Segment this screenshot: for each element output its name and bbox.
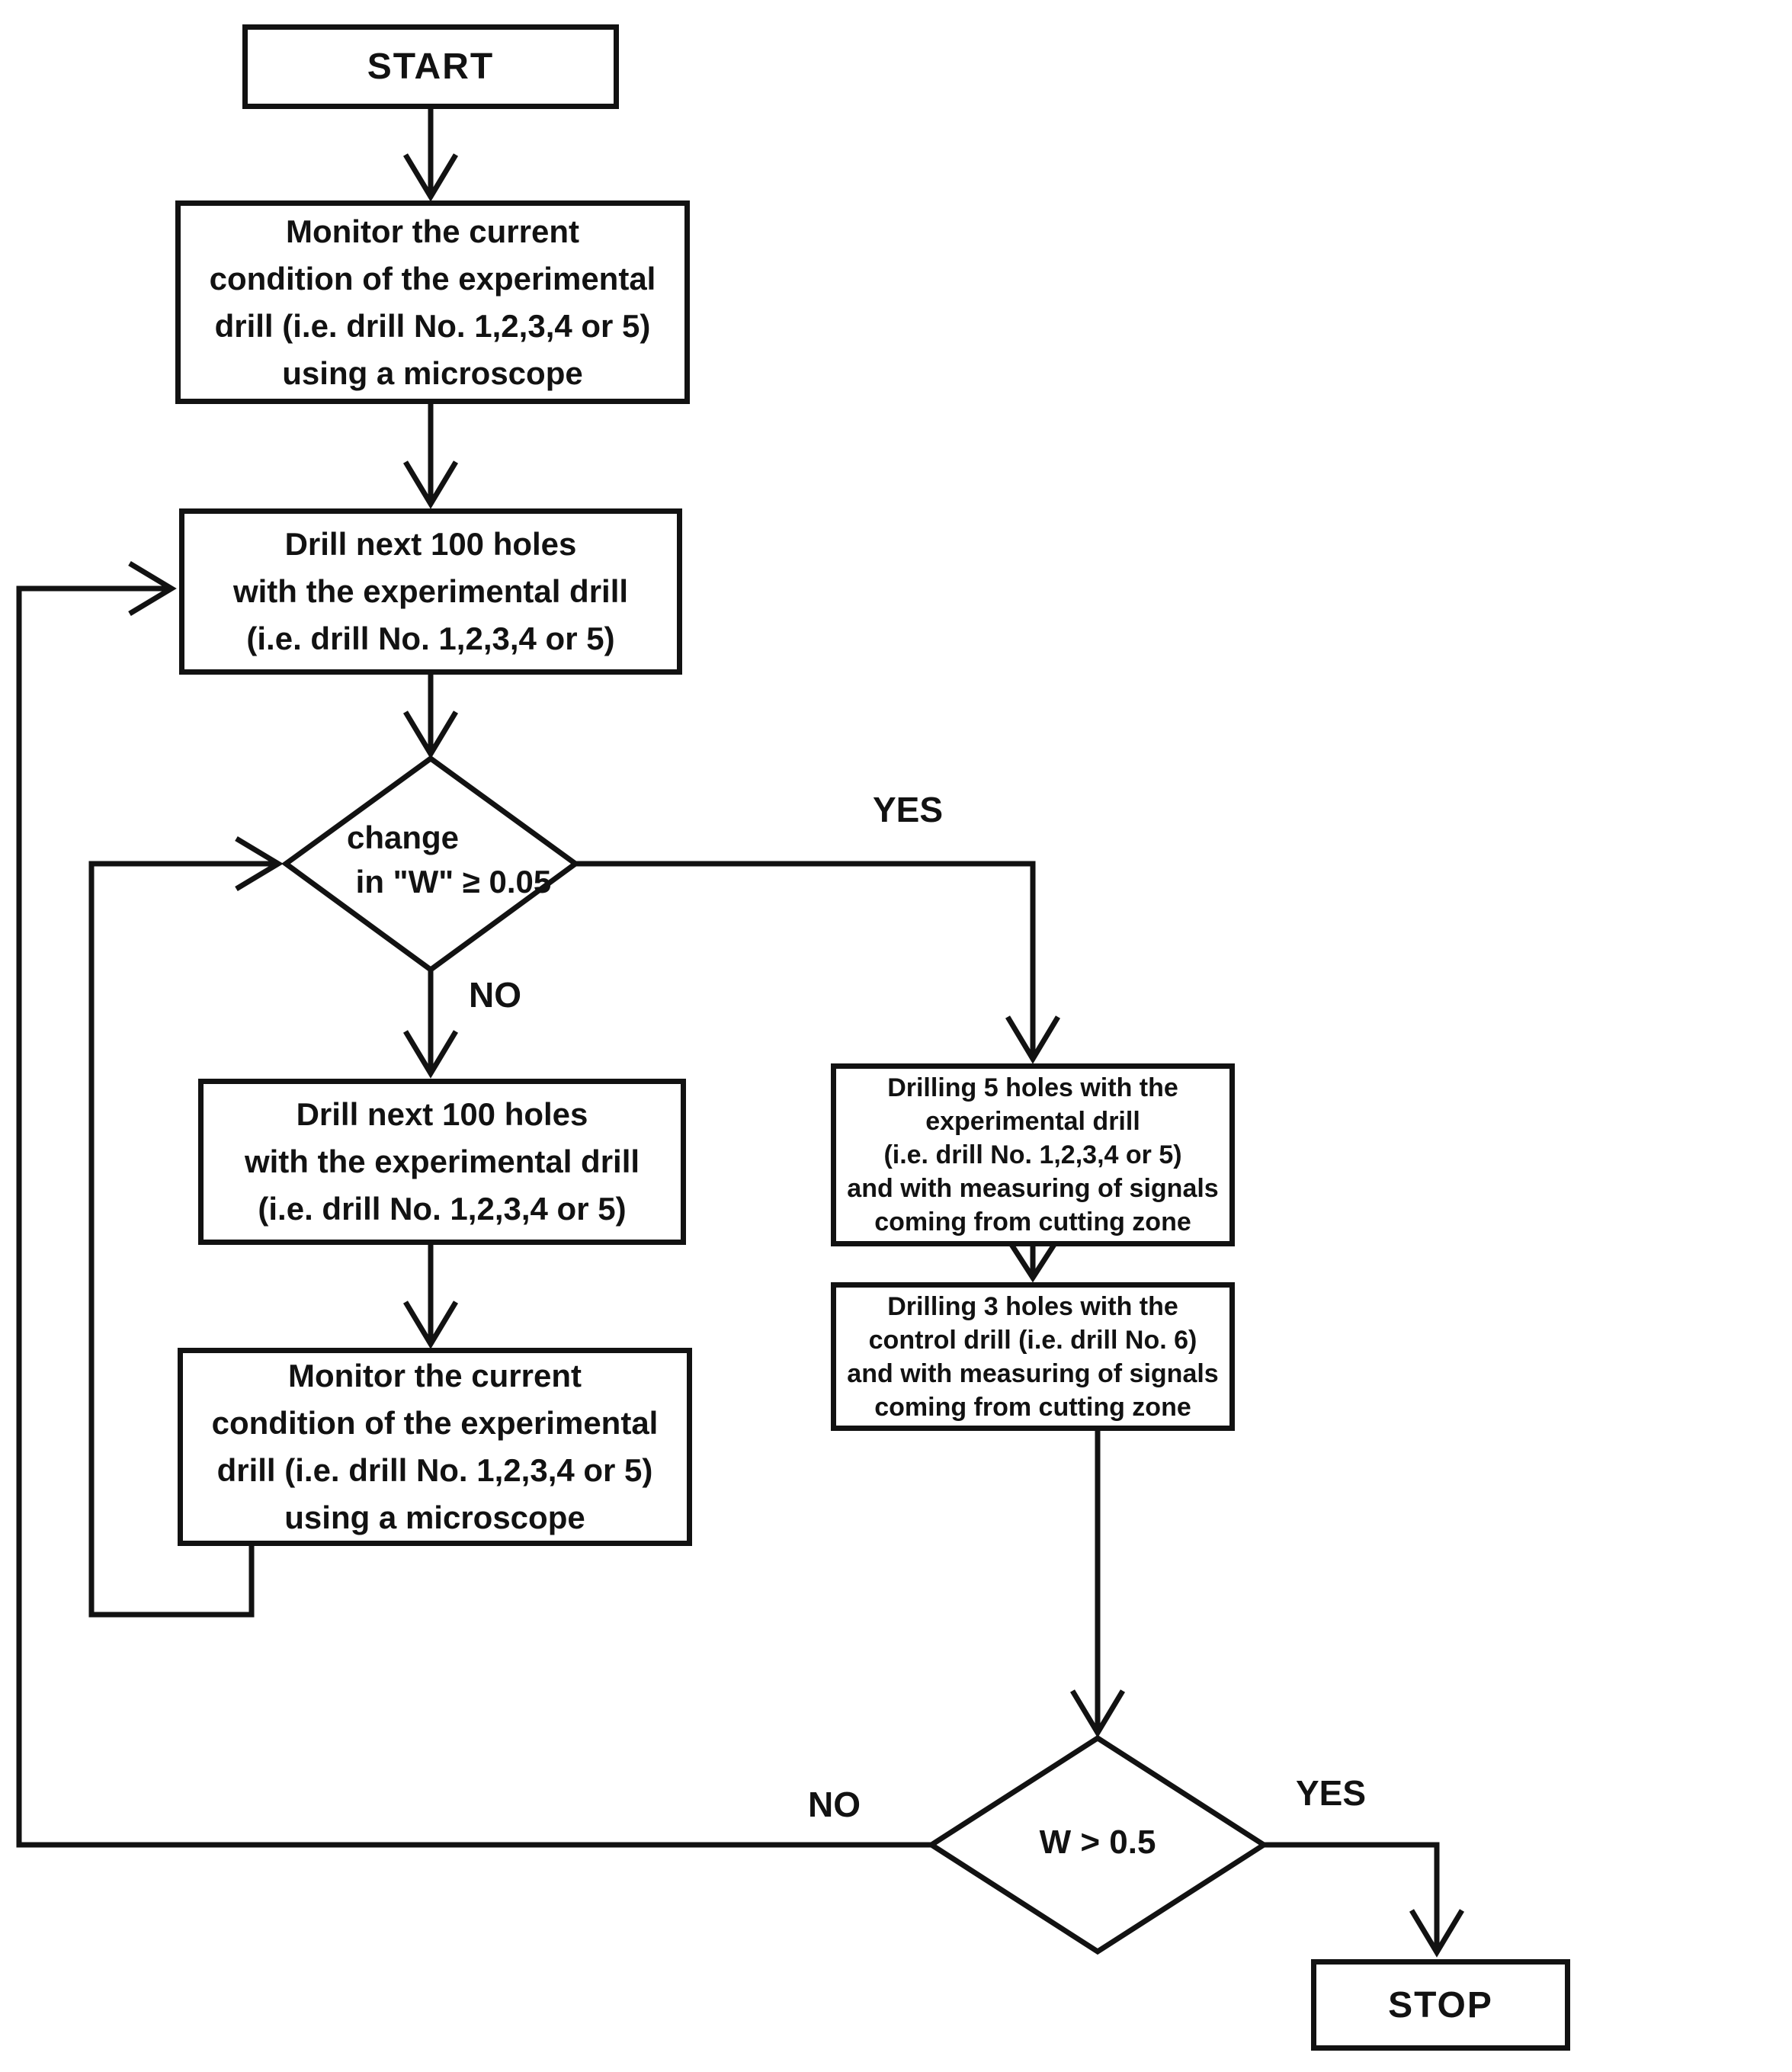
decision-w-gt-05-label: W > 0.5 — [1039, 1823, 1156, 1861]
edge-w-yes-to-stop — [1264, 1842, 1465, 1958]
edge-monitor1-to-drill1 — [402, 404, 459, 509]
edge-start-to-monitor1 — [402, 109, 459, 202]
node-monitor-2: Monitor the current condition of the exp… — [178, 1348, 692, 1546]
edge-drill1-to-decision — [402, 675, 459, 759]
edge-label-change-no: NO — [469, 975, 521, 1015]
edge-label-w-no: NO — [808, 1785, 861, 1824]
node-start: START — [242, 24, 619, 109]
edge-label-w-yes: YES — [1296, 1773, 1367, 1813]
decision-w-gt-05-diamond — [926, 1734, 1269, 1955]
edge-decision-yes-to-drilling5 — [575, 861, 1061, 1064]
node-drill-100-2: Drill next 100 holes with the experiment… — [198, 1079, 686, 1245]
decision-change-w-diamond — [281, 755, 580, 973]
edge-drill2-to-monitor2 — [402, 1245, 459, 1349]
edge-drilling3-to-decision-w — [1069, 1431, 1126, 1738]
node-stop: STOP — [1311, 1959, 1570, 2051]
edge-w-no-loop-to-drill1 — [16, 560, 931, 1848]
node-drill-100-1: Drill next 100 holes with the experiment… — [179, 508, 682, 675]
node-drilling-5: Drilling 5 holes with the experimental d… — [831, 1063, 1235, 1246]
node-drilling-3: Drilling 3 holes with the control drill … — [831, 1282, 1235, 1431]
edge-drilling5-to-drilling3 — [1007, 1240, 1059, 1283]
edge-label-change-yes: YES — [873, 790, 944, 829]
node-monitor-1: Monitor the current condition of the exp… — [175, 200, 690, 404]
edge-monitor2-loop-to-decision — [88, 836, 284, 1618]
decision-change-w-label: change in "W" ≥ 0.05 — [347, 819, 552, 900]
edge-decision-no-to-drill2 — [402, 970, 459, 1079]
